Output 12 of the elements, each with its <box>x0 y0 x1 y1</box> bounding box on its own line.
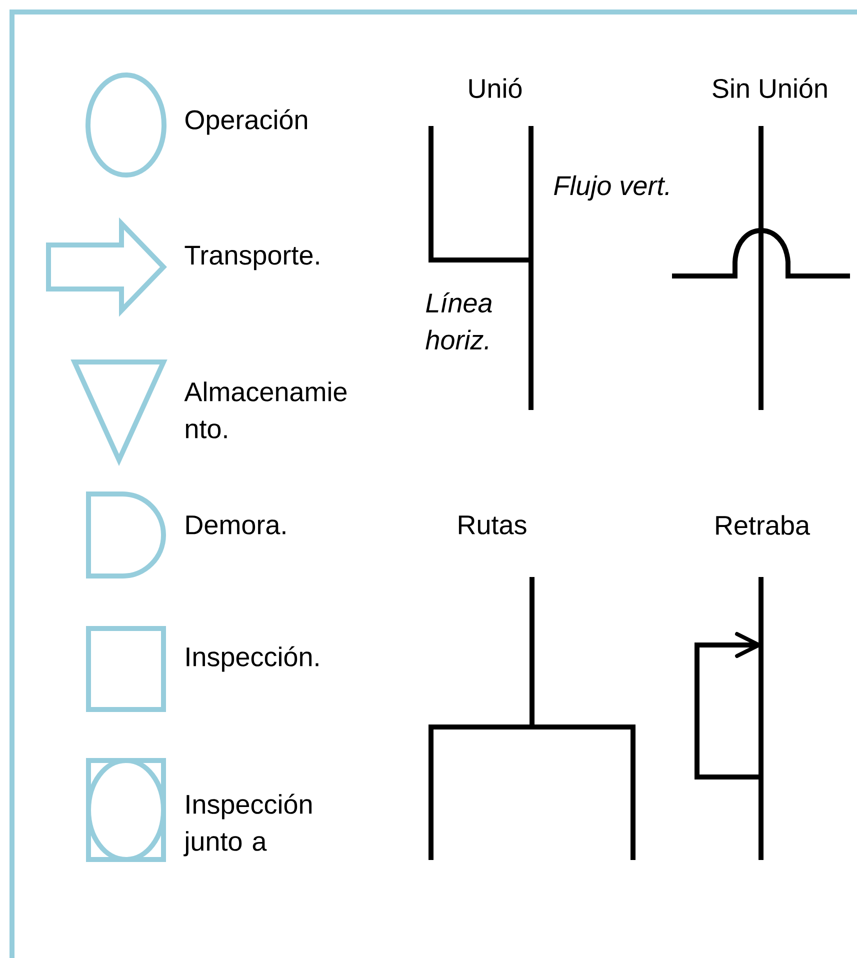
symbol-label: Almacenamie nto. <box>184 382 347 438</box>
caption-label: Flujo vert. <box>554 175 668 201</box>
symbol-label: Demora. <box>186 516 286 534</box>
symbol-label: Inspección junto a <box>184 794 312 856</box>
caption-label: Unió <box>469 78 522 98</box>
symbol-label: Operación <box>186 109 307 135</box>
symbol-label: Inspección. <box>186 646 318 672</box>
caption-label: Retraba <box>716 515 810 535</box>
caption-label: Rutas <box>458 516 526 534</box>
caption-label: Línea horiz. <box>426 292 492 350</box>
symbol-label: Transporte. <box>184 246 319 270</box>
caption-label: Sin Unión <box>712 78 827 98</box>
